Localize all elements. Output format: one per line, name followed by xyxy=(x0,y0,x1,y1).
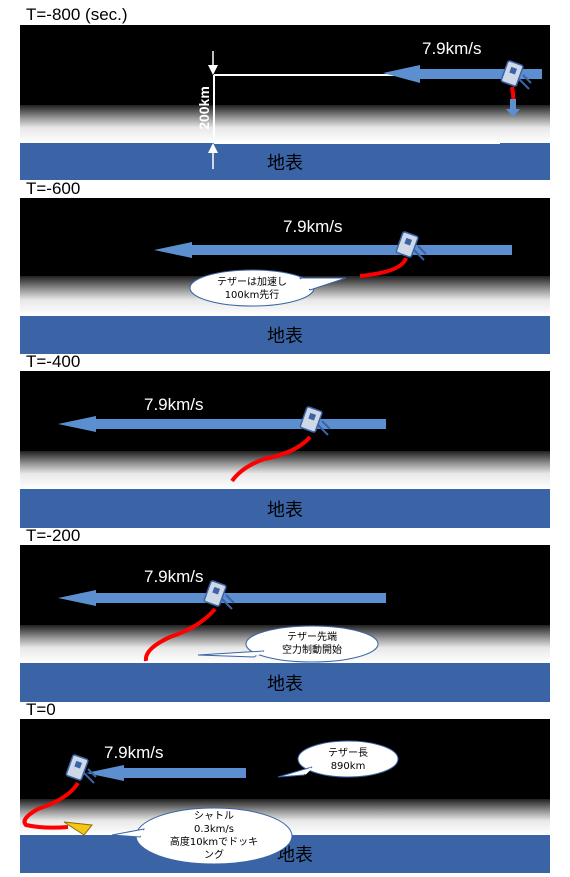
time-label: T=-200 xyxy=(26,526,81,545)
panel-t-0: 地表 7.9km/s テザー長 890km シャトル 0.3km/s 高度10k… xyxy=(20,719,550,873)
velocity-label: 7.9km/s xyxy=(422,39,482,58)
callout-line: 890km xyxy=(330,761,366,772)
panel-graphics xyxy=(58,580,386,663)
callout-bubble xyxy=(197,625,379,663)
satellite-icon xyxy=(203,580,235,610)
velocity-arrow xyxy=(86,765,246,781)
descent-arrow xyxy=(506,99,520,117)
time-label: T=-600 xyxy=(26,179,81,198)
shuttle-icon xyxy=(63,821,93,836)
callout-bubble-tether xyxy=(277,740,399,778)
velocity-label: 7.9km/s xyxy=(144,567,204,586)
space-band xyxy=(20,198,550,276)
velocity-label: 7.9km/s xyxy=(104,743,164,762)
callout-line: 100km先行 xyxy=(224,290,280,301)
altitude-label: 200km xyxy=(195,86,212,130)
space-band xyxy=(20,719,550,799)
atmosphere-band xyxy=(20,451,550,489)
callout-line: テザー長 xyxy=(328,748,368,759)
panel-graphics xyxy=(22,740,399,865)
callout-text: テザーは加速し 100km先行 xyxy=(212,276,292,302)
velocity-label: 7.9km/s xyxy=(283,217,343,236)
atmosphere-band xyxy=(20,105,550,143)
velocity-label: 7.9km/s xyxy=(144,395,204,414)
callout-line: 0.3km/s xyxy=(193,824,234,835)
satellite-icon xyxy=(500,60,532,90)
velocity-arrow xyxy=(154,242,512,258)
ground-band: 地表 xyxy=(20,835,550,873)
tether xyxy=(143,607,217,662)
callout-line: シャトル xyxy=(194,811,234,822)
satellite-icon xyxy=(65,754,97,784)
panel-graphics xyxy=(208,51,542,169)
panel-graphics xyxy=(154,231,512,307)
callout-line: 高度10kmでドッキ xyxy=(169,837,259,848)
velocity-arrow xyxy=(58,416,386,432)
space-band xyxy=(20,545,550,625)
tether xyxy=(230,435,312,483)
callout-bubble-shuttle xyxy=(111,807,293,865)
callout-line: テザーは加速し xyxy=(217,277,287,288)
satellite-icon xyxy=(395,231,427,261)
callout-line: ング xyxy=(204,850,224,861)
panel-t-600: 地表 7.9km/s テザーは加速し 100km先行 xyxy=(20,198,550,354)
callout-text: テザー先端 空力制動開始 xyxy=(264,631,360,657)
ground-band: 地表 xyxy=(20,316,550,354)
callout-bubble xyxy=(189,269,347,307)
ground-band: 地表 xyxy=(20,489,550,528)
callout-text-shuttle: シャトル 0.3km/s 高度10kmでドッキ ング xyxy=(158,810,270,862)
space-band xyxy=(20,25,550,105)
callout-text-tether: テザー長 890km xyxy=(308,747,388,773)
tether xyxy=(22,781,80,830)
ground-band: 地表 xyxy=(20,663,550,702)
panel-t-200: 地表 7.9km/s テザー先端 空力制動開始 xyxy=(20,545,550,702)
callout-line: テザー先端 xyxy=(287,632,337,643)
time-label: T=0 xyxy=(26,700,56,719)
dimension-arrow-bottom xyxy=(208,143,218,153)
space-band xyxy=(20,371,550,451)
time-label: T=-800 (sec.) xyxy=(26,5,128,24)
satellite-icon xyxy=(299,406,331,436)
dimension-arrow-top xyxy=(208,65,218,75)
ground-band: 地表 xyxy=(20,143,550,180)
callout-line: 空力制動開始 xyxy=(282,645,342,656)
tether xyxy=(359,257,408,278)
panel-t-400: 地表 7.9km/s xyxy=(20,371,550,528)
panel-t-800: 地表 7.9km/s 200km xyxy=(20,25,550,180)
panel-graphics xyxy=(58,406,386,483)
time-label: T=-400 xyxy=(26,352,81,371)
